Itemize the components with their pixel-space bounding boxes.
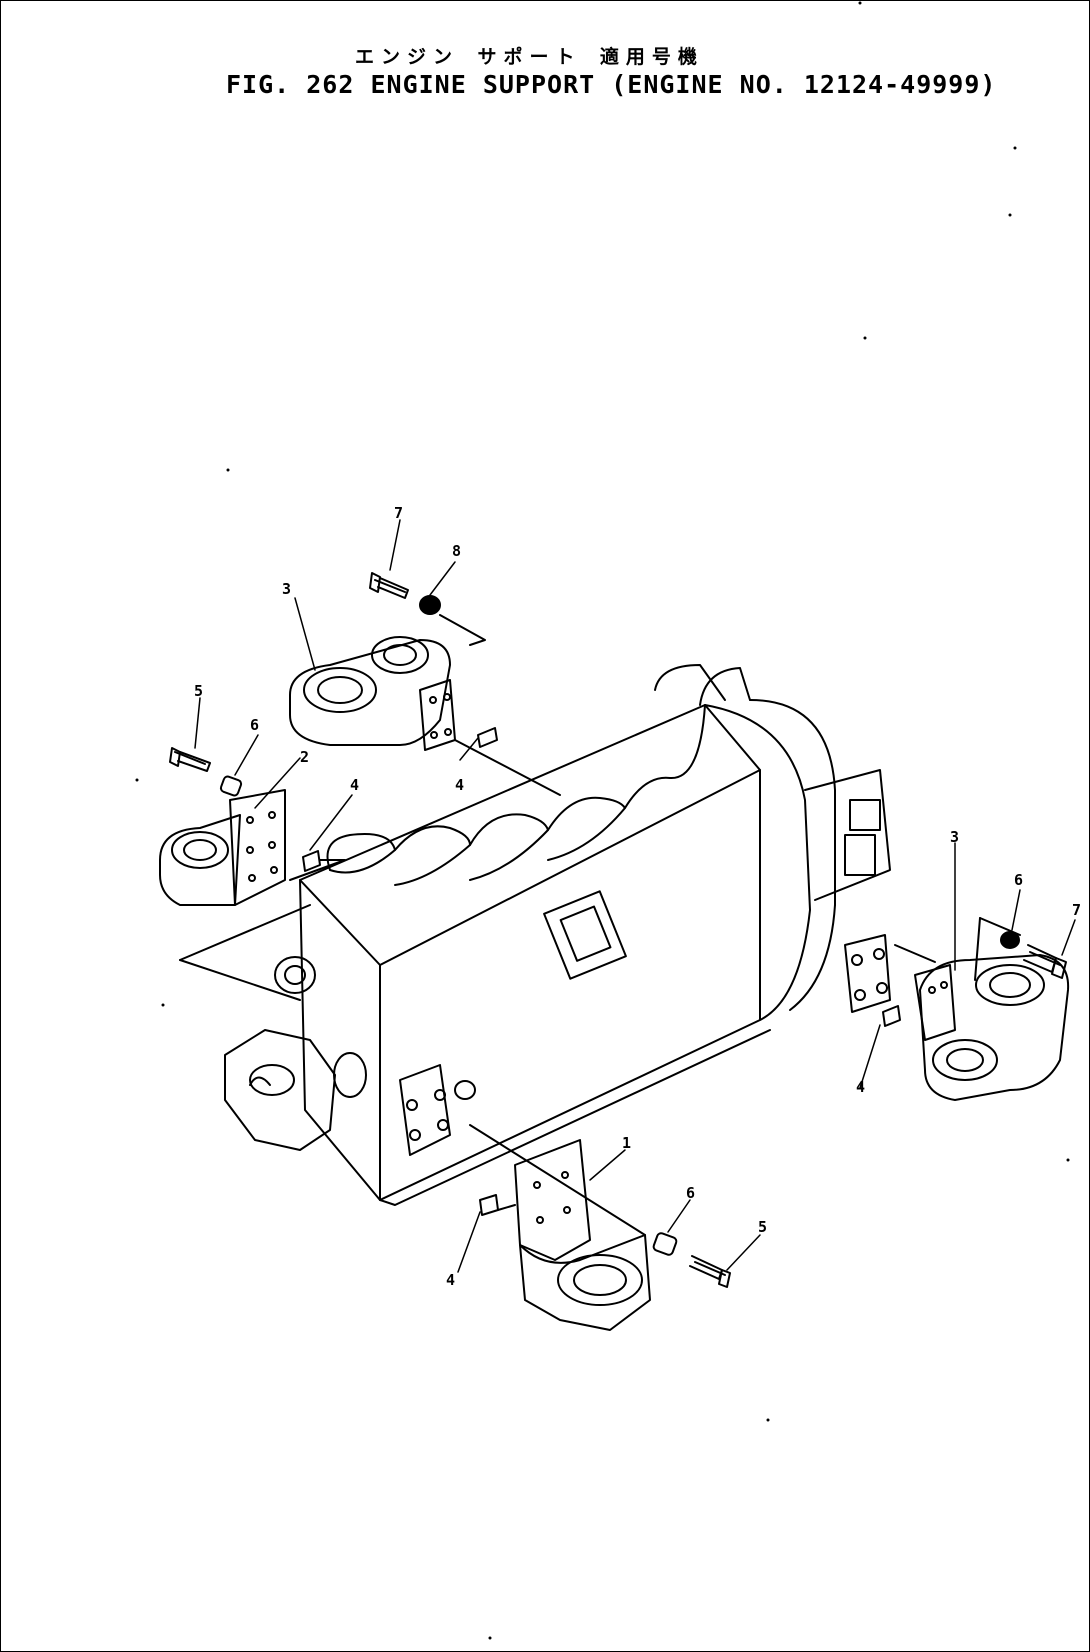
- callout-4-top: 4: [455, 776, 464, 794]
- callout-4-left: 4: [350, 776, 359, 794]
- callout-5-bottom: 5: [758, 1218, 767, 1236]
- flywheel-housing: [654, 664, 891, 1021]
- callout-3-right: 3: [950, 828, 959, 846]
- callout-1: 1: [622, 1134, 631, 1152]
- callout-7-right: 7: [1072, 901, 1081, 919]
- callout-7-top: 7: [394, 504, 403, 522]
- figure-title: FIG. 262 ENGINE SUPPORT (ENGINE NO. 1212…: [226, 70, 997, 99]
- callout-labels: 7 8 3 5 6 2 4 4 3 6 7 4 1 6 5 4: [194, 504, 1081, 1289]
- callout-8-top: 8: [452, 542, 461, 560]
- callout-2: 2: [300, 748, 309, 766]
- japanese-title: エンジン サポート 適用号機: [355, 46, 704, 68]
- callout-6-right: 6: [1014, 871, 1023, 889]
- callout-4-bottom: 4: [446, 1271, 455, 1289]
- front-left-bracket: [159, 747, 346, 1001]
- callout-4-right: 4: [856, 1078, 865, 1096]
- engine-block: [224, 704, 771, 1206]
- callout-6-left: 6: [250, 716, 259, 734]
- callout-6-bottom: 6: [686, 1184, 695, 1202]
- callout-3-top: 3: [282, 580, 291, 598]
- callout-5-left: 5: [194, 682, 203, 700]
- front-bottom-bracket: [469, 1124, 731, 1331]
- rear-right-bracket: [882, 917, 1070, 1101]
- leader-lines: [194, 519, 1076, 1273]
- scan-dots: [135, 1, 1070, 1640]
- front-top-bracket: [289, 572, 561, 796]
